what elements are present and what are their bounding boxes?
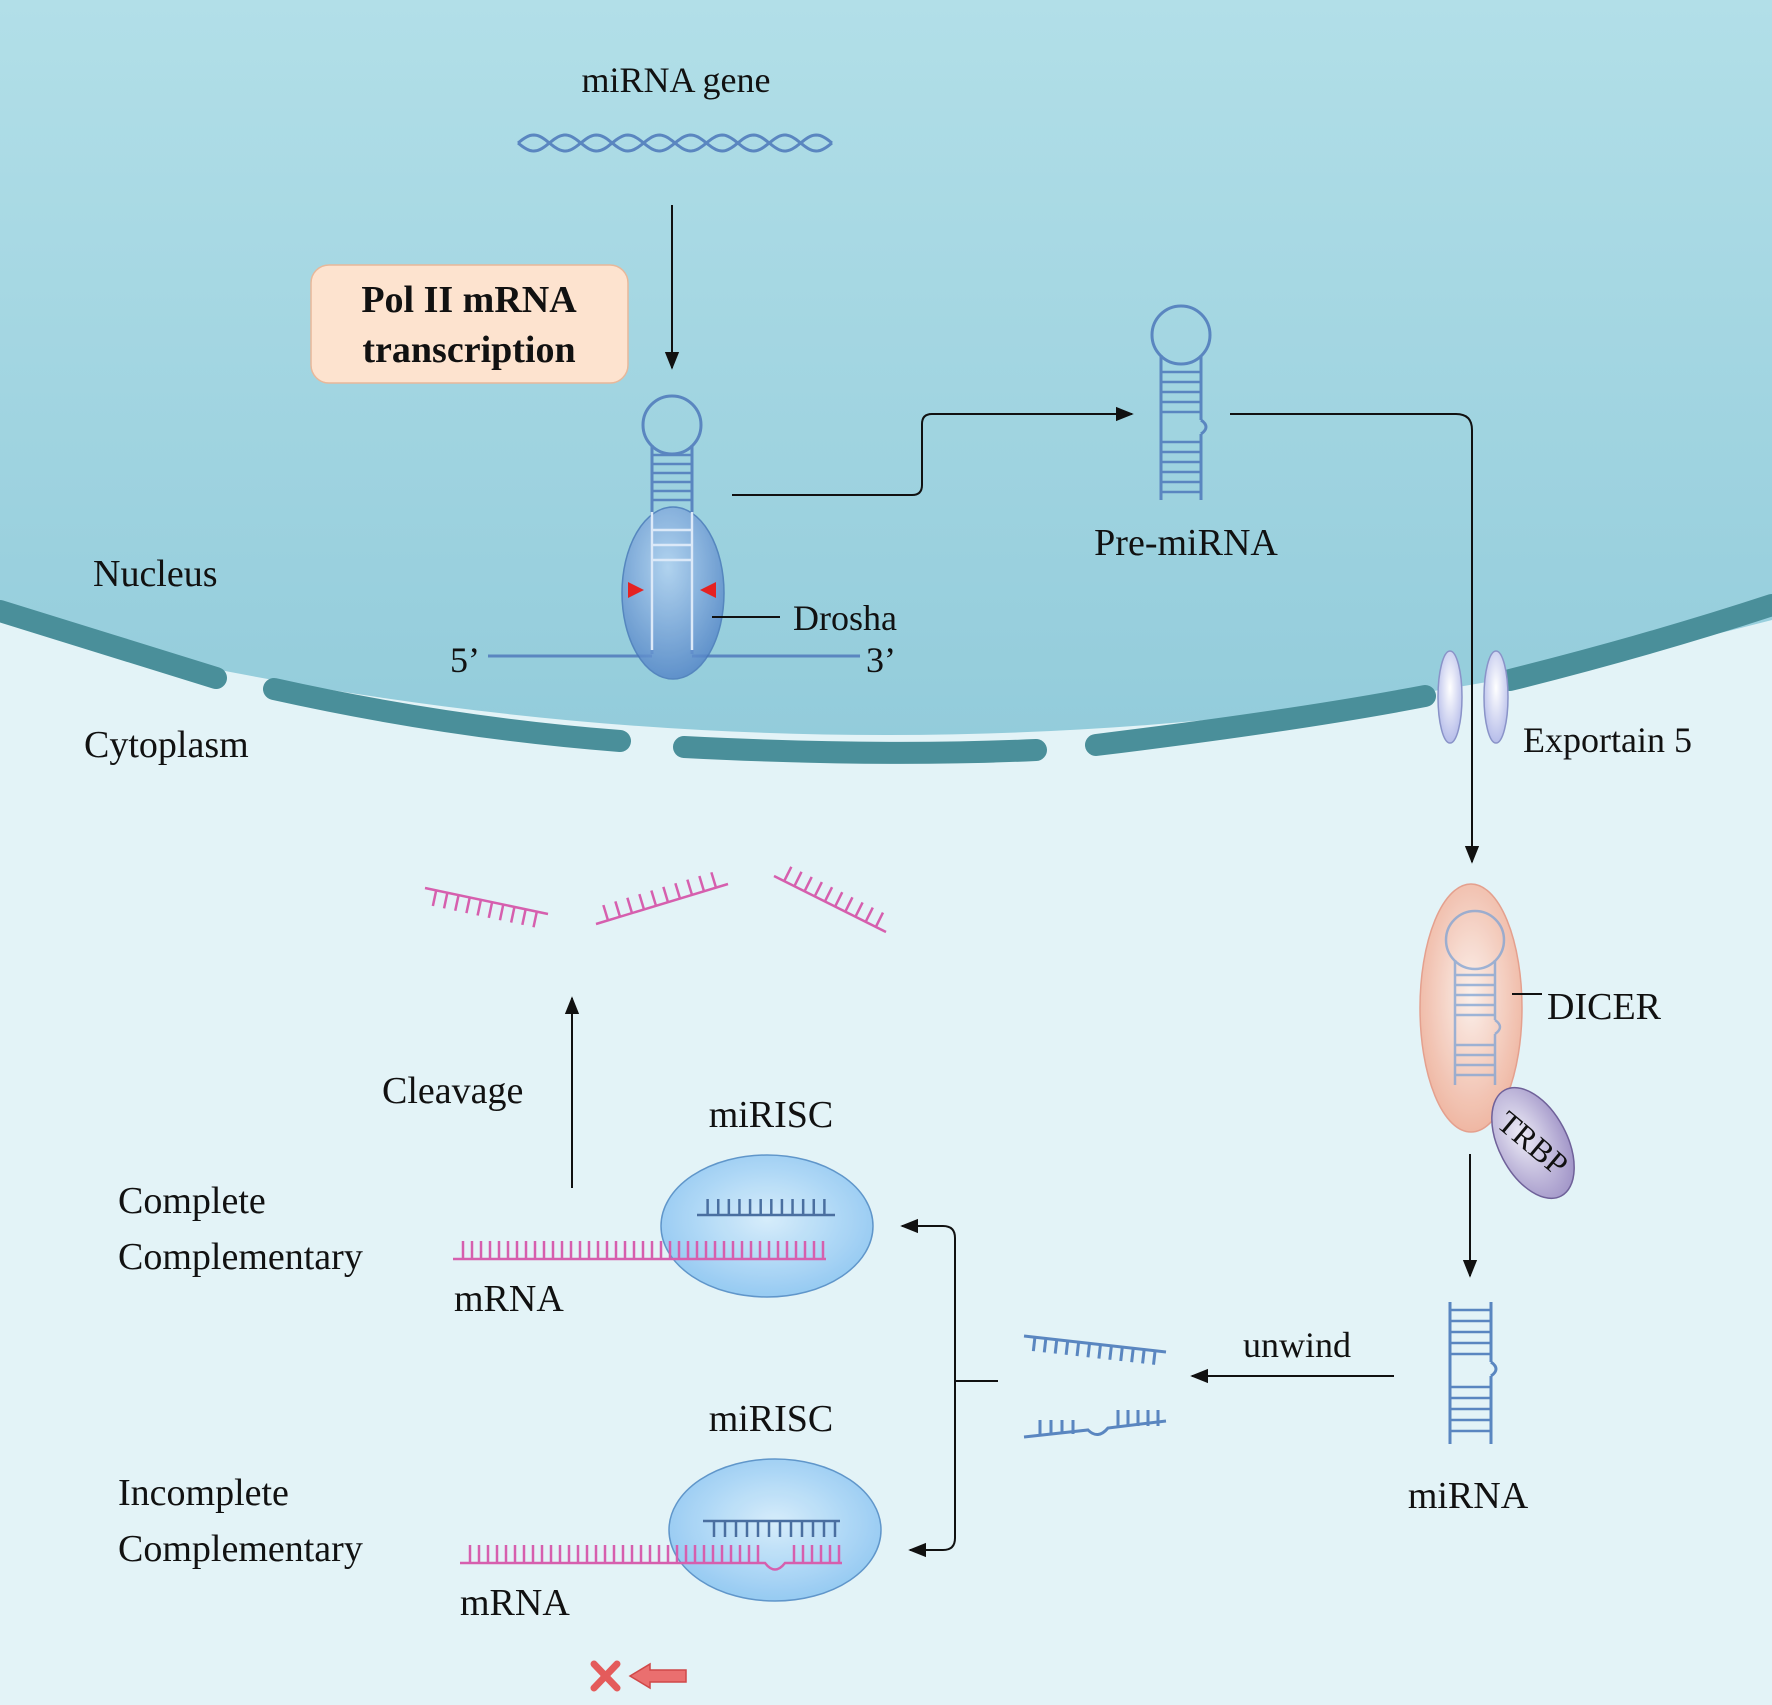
mirisc-top-label: miRISC (709, 1094, 834, 1136)
drosha-cleavage-site-right (700, 582, 716, 598)
mirisc-complex-top (660, 1154, 874, 1298)
mirna-duplex (1448, 1302, 1498, 1444)
cleavage-label: Cleavage (382, 1070, 523, 1112)
pol2-label-line1: Pol II mRNA (361, 279, 577, 321)
five-prime-label: 5’ (450, 640, 480, 680)
mirna-label: miRNA (1408, 1475, 1529, 1517)
mirisc-bottom-guide-strand (703, 1519, 840, 1537)
unwound-mirna-strands (1023, 1334, 1167, 1439)
drosha-cleavage-site-left (628, 582, 644, 598)
pre-mirna-label: Pre-miRNA (1094, 522, 1278, 564)
complete-label-line2: Complementary (118, 1236, 363, 1278)
mrna-top-label: mRNA (454, 1278, 564, 1320)
translation-blocked-icon (590, 1660, 687, 1692)
blocked-x-icon (590, 1660, 621, 1692)
drosha-label: Drosha (793, 598, 897, 638)
dicer-label: DICER (1547, 986, 1662, 1028)
arrow-to-dicer (1230, 413, 1480, 864)
nuclear-membrane (0, 594, 1772, 764)
arrow-to-mirisc-bottom (908, 1381, 956, 1558)
complete-label-line1: Complete (118, 1180, 266, 1222)
pol2-label-line2: transcription (362, 329, 575, 371)
arrow-to-mirisc-top (900, 1218, 956, 1381)
cytoplasm-label: Cytoplasm (84, 724, 249, 766)
drosha-enzyme (621, 506, 725, 680)
pre-mirna-base-pairs (1161, 370, 1201, 494)
mirisc-complex-bottom (668, 1458, 882, 1602)
cleaved-mrna-fragments (424, 866, 887, 934)
mrna-bottom-label: mRNA (460, 1582, 570, 1624)
mirisc-bottom-label: miRISC (709, 1398, 834, 1440)
unwind-label: unwind (1243, 1325, 1351, 1365)
incomplete-label-line2: Complementary (118, 1528, 363, 1570)
incomplete-label-line1: Incomplete (118, 1472, 289, 1514)
exportin5-label: Exportain 5 (1523, 720, 1692, 760)
nucleus-region (0, 0, 1772, 735)
pre-mirna-hairpin (1150, 304, 1212, 500)
mirisc-top-guide-strand (697, 1199, 835, 1217)
arrow-to-pre-mirna (732, 406, 1134, 496)
mrna-bottom-strand (460, 1545, 842, 1571)
mirna-gene-label: miRNA gene (582, 60, 771, 100)
exportin5-pore (1437, 650, 1509, 744)
nucleus-label: Nucleus (93, 553, 218, 595)
pri-mirna-base-pairs (652, 453, 692, 502)
three-prime-label: 3’ (866, 640, 896, 680)
dicer-bound-pre-mirna (1444, 909, 1506, 1085)
pol2-transcription-box: Pol II mRNA transcription (310, 264, 629, 384)
left-arrow-icon (628, 1662, 687, 1690)
drosha-inner-strands (650, 512, 694, 650)
mrna-top-strand (453, 1241, 826, 1261)
mirna-gene-dna (517, 133, 833, 153)
